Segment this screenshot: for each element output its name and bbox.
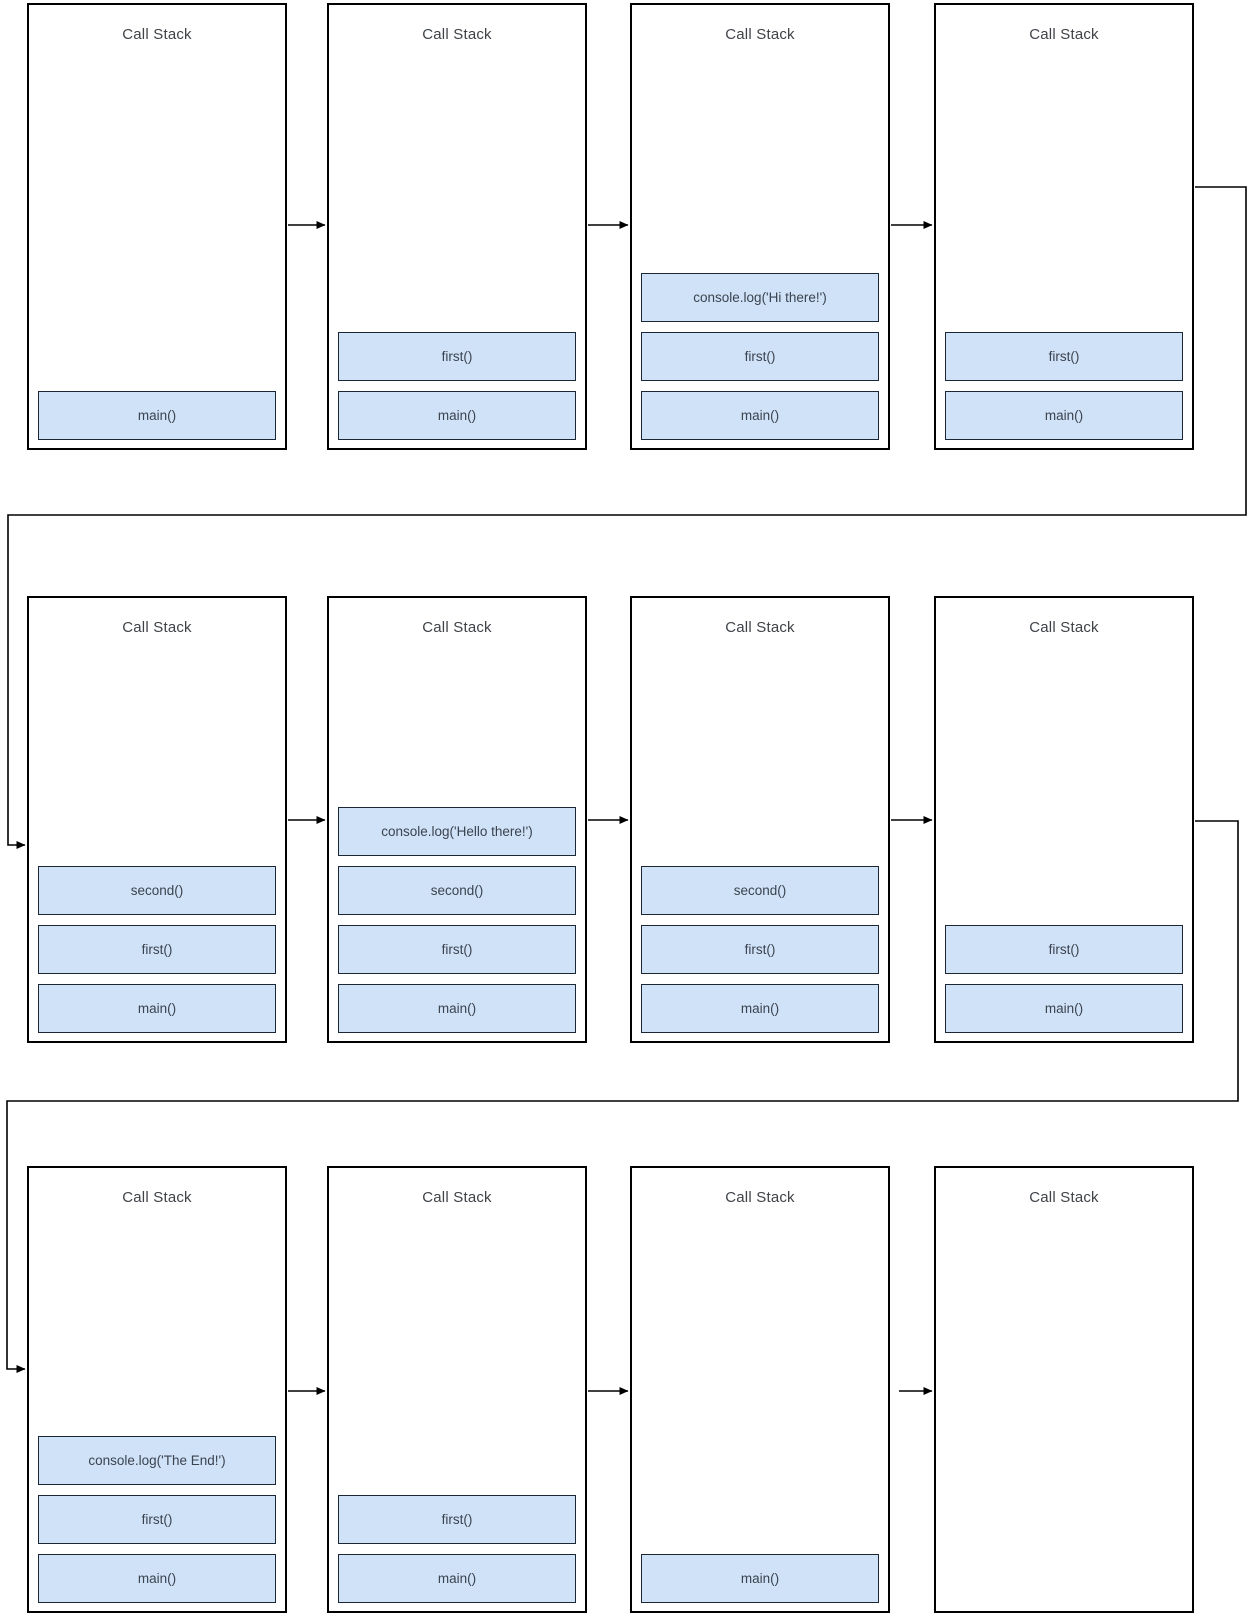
stack-frame: main() <box>38 1554 276 1603</box>
stack-frame: main() <box>338 984 576 1033</box>
stack-frame: first() <box>338 332 576 381</box>
call-stack-panel-step-11: Call Stack main() <box>630 1166 890 1613</box>
panel-title: Call Stack <box>122 1189 192 1206</box>
panel-title: Call Stack <box>122 619 192 636</box>
call-stack-panel-step-6: Call Stack main() first() second() conso… <box>327 596 587 1043</box>
panel-title: Call Stack <box>422 1189 492 1206</box>
panel-title: Call Stack <box>422 619 492 636</box>
stack-frame: first() <box>945 332 1183 381</box>
stack-frame: second() <box>338 866 576 915</box>
call-stack-panel-step-7: Call Stack main() first() second() <box>630 596 890 1043</box>
stack-frame: main() <box>338 391 576 440</box>
call-stack-panel-step-12: Call Stack <box>934 1166 1194 1613</box>
panel-title: Call Stack <box>1029 619 1099 636</box>
stack-frame: main() <box>641 1554 879 1603</box>
stack-frame: first() <box>641 332 879 381</box>
call-stack-panel-step-4: Call Stack main() first() <box>934 3 1194 450</box>
panel-title: Call Stack <box>725 26 795 43</box>
panel-title: Call Stack <box>122 26 192 43</box>
call-stack-panel-step-10: Call Stack main() first() <box>327 1166 587 1613</box>
stack-frame: console.log('Hello there!') <box>338 807 576 856</box>
call-stack-panel-step-8: Call Stack main() first() <box>934 596 1194 1043</box>
stack-frame: main() <box>641 391 879 440</box>
stack-frame: main() <box>38 984 276 1033</box>
call-stack-panel-step-3: Call Stack main() first() console.log('H… <box>630 3 890 450</box>
stack-frame: console.log('The End!') <box>38 1436 276 1485</box>
stack-frame: main() <box>38 391 276 440</box>
panel-title: Call Stack <box>725 619 795 636</box>
panel-title: Call Stack <box>725 1189 795 1206</box>
stack-frame: main() <box>945 391 1183 440</box>
stack-frame: first() <box>945 925 1183 974</box>
call-stack-panel-step-1: Call Stack main() <box>27 3 287 450</box>
stack-frame: main() <box>338 1554 576 1603</box>
stack-frame: first() <box>338 1495 576 1544</box>
call-stack-panel-step-2: Call Stack main() first() <box>327 3 587 450</box>
stack-frame: first() <box>338 925 576 974</box>
stack-frame: console.log('Hi there!') <box>641 273 879 322</box>
panel-title: Call Stack <box>1029 1189 1099 1206</box>
panel-title: Call Stack <box>422 26 492 43</box>
stack-frame: second() <box>641 866 879 915</box>
stack-frame: first() <box>38 925 276 974</box>
stack-frame: main() <box>945 984 1183 1033</box>
stack-frame: first() <box>641 925 879 974</box>
panel-title: Call Stack <box>1029 26 1099 43</box>
stack-frame: main() <box>641 984 879 1033</box>
stack-frame: first() <box>38 1495 276 1544</box>
stack-frame: second() <box>38 866 276 915</box>
call-stack-panel-step-5: Call Stack main() first() second() <box>27 596 287 1043</box>
call-stack-panel-step-9: Call Stack main() first() console.log('T… <box>27 1166 287 1613</box>
